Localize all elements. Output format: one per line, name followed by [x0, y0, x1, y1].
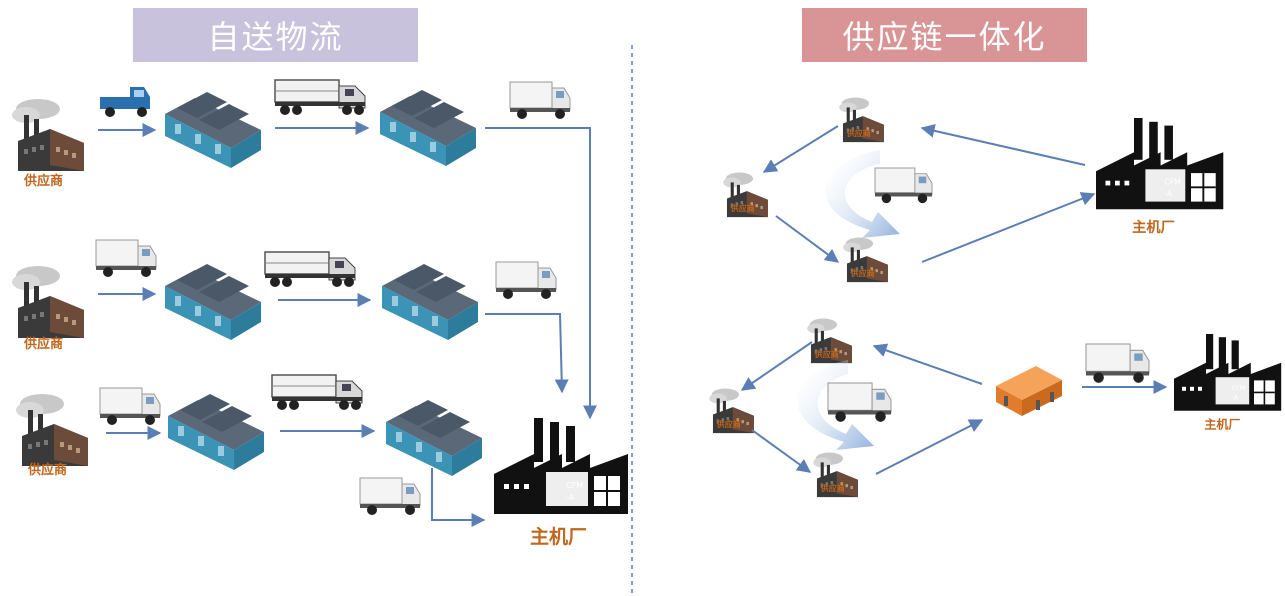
hub-icon [996, 366, 1062, 416]
svg-text:-A: -A [1164, 189, 1173, 198]
supplier-bottom-c: 供应商 [813, 452, 858, 498]
svg-text:-A: -A [1232, 394, 1239, 402]
arrow-supplier-b-to-c-bottom [751, 429, 812, 473]
supplier-row1: 供应商 [12, 99, 84, 189]
supplier-bottom-b: 供应商 [709, 388, 754, 434]
loop-arrow-top [825, 150, 900, 238]
oem-factory-top: CFM -A 主机厂 [1095, 117, 1225, 236]
box-truck-icon-r1 [509, 81, 571, 120]
supplier-top-b: 供应商 [723, 172, 768, 218]
arrow-supplier-b-to-c [775, 215, 840, 263]
svg-text:主机厂: 主机厂 [1204, 416, 1240, 431]
svg-text:主机厂: 主机厂 [1132, 218, 1175, 236]
warehouse-icon-r2-b [382, 264, 478, 340]
arrow-supplier-c-to-oem [921, 192, 1096, 263]
oem-factory-left: CFM -A 主机厂 [493, 417, 629, 548]
svg-text:供应商: 供应商 [27, 462, 67, 478]
box-truck-icon-r3-b [359, 477, 421, 516]
warehouse-icon-r3-a [168, 394, 264, 470]
svg-text:供应商: 供应商 [23, 173, 63, 189]
semi-truck-icon-r2 [264, 251, 356, 288]
supplier-row2: 供应商 [12, 266, 84, 352]
semi-truck-icon-r3 [271, 374, 363, 411]
semi-truck-icon-r1 [274, 79, 366, 116]
supplier-bottom-a: 供应商 [807, 318, 852, 364]
arrow-r1-c [485, 127, 597, 420]
svg-text:供应商: 供应商 [850, 268, 875, 278]
arrow-r3-c [431, 468, 486, 527]
box-truck-icon-r3-a [99, 387, 161, 426]
warehouse-icon-r1-b [380, 90, 476, 166]
warehouse-icon-r1-a [165, 92, 261, 168]
warehouse-icon-r3-b [386, 400, 482, 476]
oem-factory-bottom: CFM -A 主机厂 [1173, 333, 1282, 431]
arrow-hub-to-supplier-a [872, 343, 983, 385]
supplier-top-a: 供应商 [839, 97, 884, 143]
title-supply-chain-integration: 供应链一体化 [802, 8, 1087, 62]
svg-text:供应商: 供应商 [846, 128, 871, 138]
svg-text:供应商: 供应商 [730, 203, 755, 213]
svg-text:供应商: 供应商 [716, 419, 741, 429]
supplier-top-c: 供应商 [843, 237, 888, 283]
svg-text:供应商: 供应商 [820, 483, 845, 493]
box-truck-icon-r2-a [95, 239, 157, 278]
arrow-supplier-a-to-b-bottom [740, 341, 813, 391]
svg-text:主机厂: 主机厂 [530, 526, 587, 548]
title-self-delivery: 自送物流 [133, 8, 418, 62]
arrow-oem-to-supplier-a [920, 123, 1086, 166]
box-truck-icon-bottom [1085, 343, 1150, 384]
box-truck-icon-bottom-loop [827, 382, 892, 423]
arrow-supplier-c-to-hub [875, 419, 984, 475]
loop-arrow-bottom [797, 360, 874, 450]
svg-text:CFM: CFM [1164, 178, 1180, 187]
blue-truck-icon [100, 87, 150, 117]
svg-text:供应商: 供应商 [23, 336, 63, 352]
svg-text:供应商: 供应商 [814, 349, 839, 359]
arrow-supplier-a-to-b [762, 125, 839, 173]
svg-text:CFM: CFM [1232, 384, 1246, 392]
box-truck-icon-r2-b [495, 261, 557, 300]
svg-text:-A: -A [566, 493, 575, 502]
arrow-r2-c [485, 313, 569, 394]
box-truck-icon-top [874, 167, 933, 204]
supplier-row3: 供应商 [16, 394, 88, 478]
svg-text:CFM: CFM [566, 481, 583, 490]
warehouse-icon-r2-a [165, 264, 261, 340]
